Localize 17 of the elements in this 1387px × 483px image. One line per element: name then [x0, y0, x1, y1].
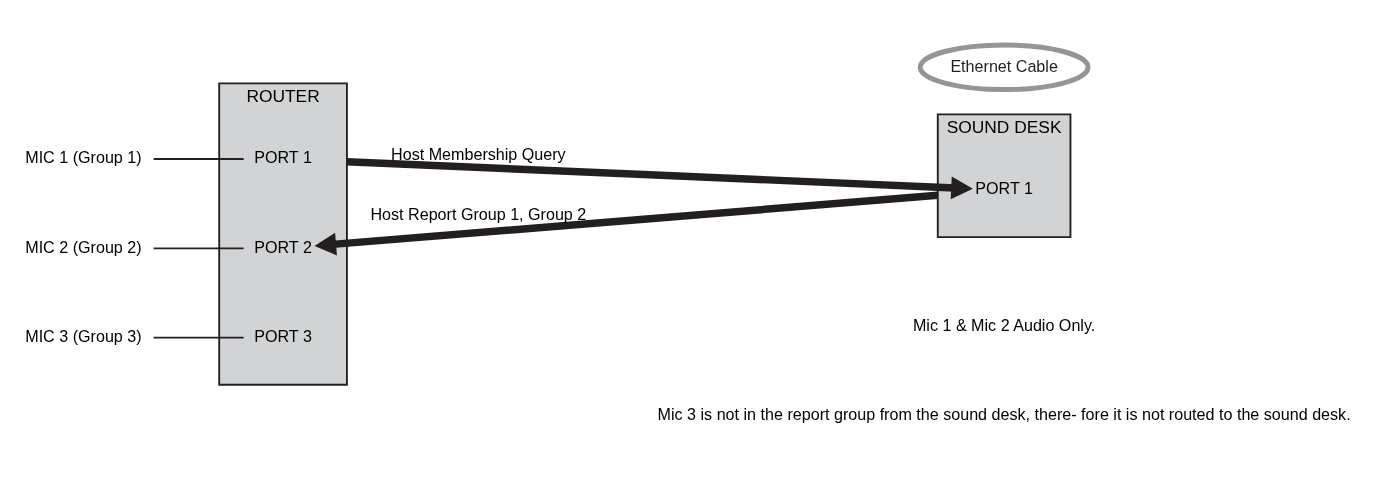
node-ellipse: Ethernet Cable — [917, 42, 1091, 93]
edge-label: Host Report Group 1, Group 2 — [370, 205, 587, 224]
label: Mic 3 is not in the report group from the sound desk, there- fore it is not routed to the sound desk. — [657, 404, 1351, 423]
node-text: PORT 3 — [254, 326, 312, 345]
node-text: MIC 3 (Group 3) — [25, 326, 142, 345]
node-text: MIC 2 (Group 2) — [25, 237, 142, 256]
arrow — [346, 158, 973, 200]
label: Mic 1 & Mic 2 Audio Only. — [912, 315, 1096, 334]
edge-label: Host Membership Query — [391, 144, 566, 163]
node-text: PORT 1 — [975, 179, 1033, 198]
connector — [152, 158, 245, 160]
arrow — [314, 191, 939, 256]
connector — [152, 336, 245, 339]
node-text: PORT 1 — [254, 148, 312, 167]
connector — [152, 247, 245, 250]
node-text: MIC 1 (Group 1) — [25, 148, 142, 167]
node-text: PORT 2 — [254, 237, 312, 256]
